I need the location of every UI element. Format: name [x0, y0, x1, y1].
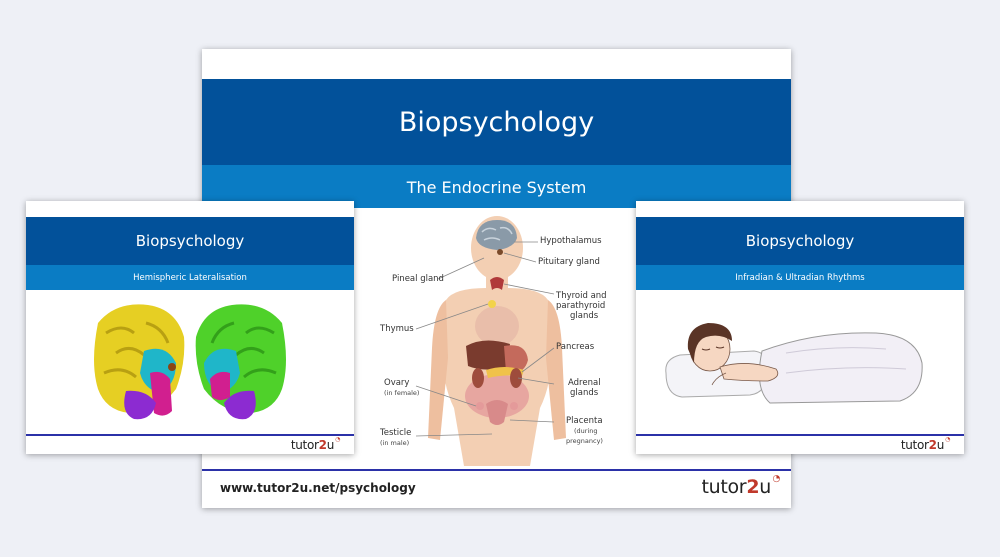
left-title-band: Biopsychology	[26, 217, 354, 265]
main-divider	[202, 469, 791, 471]
right-slide-subtitle: Infradian & Ultradian Rhythms	[735, 272, 865, 283]
human-body-illustration	[415, 216, 566, 466]
right-logo: tutor2u◔	[900, 436, 950, 452]
label-placenta: Placenta (during pregnancy)	[566, 416, 603, 445]
main-slide-subtitle: The Endocrine System	[406, 177, 587, 197]
brain-hemispheres-illustration	[94, 304, 286, 420]
right-divider	[636, 434, 964, 436]
sleeping-woman-illustration	[665, 323, 923, 404]
left-logo: tutor2u◔	[290, 436, 340, 452]
label-pineal: Pineal gland	[392, 274, 444, 284]
label-hypothalamus: Hypothalamus	[540, 236, 602, 246]
main-logo: tutor2u◔	[701, 474, 780, 498]
label-testicle: Testicle (in male)	[380, 428, 412, 447]
label-pituitary: Pituitary gland	[538, 257, 600, 267]
right-subtitle-band: Infradian & Ultradian Rhythms	[636, 265, 964, 290]
left-slide: Biopsychology Hemispheric Lateralisation…	[26, 201, 354, 454]
left-slide-subtitle: Hemispheric Lateralisation	[133, 272, 247, 283]
label-thyroid: Thyroid and parathyroid glands	[556, 291, 607, 321]
label-thymus: Thymus	[380, 324, 414, 334]
main-slide-title: Biopsychology	[398, 106, 595, 138]
left-subtitle-band: Hemispheric Lateralisation	[26, 265, 354, 290]
label-adrenal: Adrenal glands	[568, 378, 601, 398]
right-slide-title: Biopsychology	[745, 232, 855, 250]
left-divider	[26, 434, 354, 436]
main-title-band: Biopsychology	[202, 79, 791, 165]
main-slide-url: www.tutor2u.net/psychology	[220, 481, 416, 495]
label-ovary: Ovary (in female)	[384, 378, 420, 397]
right-title-band: Biopsychology	[636, 217, 964, 265]
right-slide: Biopsychology Infradian & Ultradian Rhyt…	[636, 201, 964, 454]
left-slide-title: Biopsychology	[135, 232, 245, 250]
label-pancreas: Pancreas	[556, 342, 595, 352]
endocrine-diagram: Hypothalamus Pituitary gland Pineal glan…	[354, 208, 636, 466]
